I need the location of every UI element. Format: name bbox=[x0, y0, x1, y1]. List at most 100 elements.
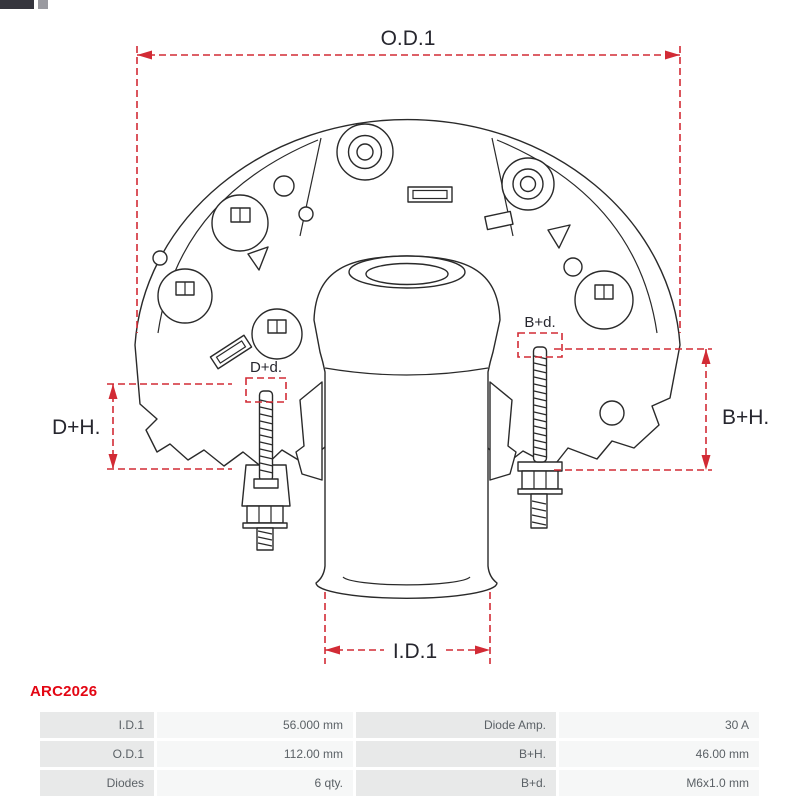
dimension-d-plus-h: D+H. bbox=[52, 383, 232, 470]
spec-table: I.D.1 56.000 mm Diode Amp. 30 A O.D.1 11… bbox=[40, 712, 759, 799]
thread bbox=[531, 500, 547, 505]
small-hole bbox=[563, 257, 583, 277]
tube-shoulder bbox=[324, 367, 489, 376]
spec-cell-label: I.D.1 bbox=[40, 712, 154, 738]
thread bbox=[531, 507, 547, 512]
bolt-shaft bbox=[530, 493, 548, 529]
tube-wing-right bbox=[489, 381, 517, 481]
thread bbox=[533, 425, 548, 430]
thread bbox=[259, 420, 274, 425]
terminal-slot bbox=[484, 210, 514, 231]
b-plus-stud bbox=[517, 346, 563, 529]
arrowhead bbox=[701, 455, 711, 470]
b-plus-h-label: B+H. bbox=[722, 406, 769, 429]
spec-cell-label: Diode Amp. bbox=[356, 712, 556, 738]
arrowhead bbox=[108, 454, 118, 469]
thread bbox=[533, 376, 548, 381]
stud-collar bbox=[253, 478, 279, 489]
tube-rim-inner bbox=[365, 262, 449, 286]
thread bbox=[533, 411, 548, 416]
callout-box bbox=[517, 332, 563, 358]
small-hole bbox=[298, 206, 314, 222]
d-plus-h-label: D+H. bbox=[52, 416, 100, 439]
dimension-od1: O.D.1 bbox=[136, 27, 681, 333]
thread bbox=[533, 369, 548, 374]
part-number: ARC2026 bbox=[30, 683, 98, 700]
spec-cell-value: 30 A bbox=[559, 712, 759, 738]
terminal-slot-inner bbox=[215, 340, 247, 364]
id1-label: I.D.1 bbox=[393, 640, 437, 663]
thread bbox=[257, 542, 273, 547]
thread bbox=[531, 514, 547, 519]
thread bbox=[259, 441, 274, 446]
thread bbox=[533, 439, 548, 444]
thread bbox=[531, 521, 547, 526]
callout-box bbox=[245, 377, 287, 403]
terminal-slot-inner bbox=[412, 189, 448, 200]
arrowhead bbox=[108, 384, 118, 399]
hex-nut bbox=[521, 470, 559, 490]
dimension-d-plus-d: D+d. bbox=[245, 359, 287, 403]
diode-hole bbox=[251, 308, 303, 360]
small-hole bbox=[273, 175, 295, 197]
thread bbox=[259, 434, 274, 439]
arrowhead bbox=[325, 645, 340, 655]
thread bbox=[259, 455, 274, 460]
d-plus-d-label: D+d. bbox=[250, 359, 282, 376]
diode-hole bbox=[574, 270, 634, 330]
thread bbox=[259, 413, 274, 418]
thread bbox=[533, 432, 548, 437]
thread bbox=[533, 397, 548, 402]
diode-hole bbox=[211, 194, 269, 252]
spec-row: Diodes 6 qty. B+d. M6x1.0 mm bbox=[40, 770, 759, 796]
plate-small-holes bbox=[152, 175, 625, 426]
thread bbox=[533, 446, 548, 451]
b-plus-d-label: B+d. bbox=[524, 314, 555, 331]
plate-bosses bbox=[336, 123, 555, 211]
spec-cell-value: 56.000 mm bbox=[157, 712, 353, 738]
plate-slots bbox=[209, 186, 571, 370]
small-hole bbox=[599, 400, 625, 426]
thread bbox=[533, 453, 548, 458]
boss-hole bbox=[356, 143, 374, 161]
thread bbox=[259, 406, 274, 411]
rectifier-drawing-svg: O.D.1 I.D.1 D+H. B+H. D+d. B+d. bbox=[52, 27, 769, 664]
spec-cell-label: B+H. bbox=[356, 741, 556, 767]
label-backplate bbox=[384, 639, 446, 661]
spec-row: I.D.1 56.000 mm Diode Amp. 30 A bbox=[40, 712, 759, 738]
thread bbox=[533, 404, 548, 409]
dimension-id1: I.D.1 bbox=[324, 592, 491, 664]
technical-diagram: O.D.1 I.D.1 D+H. B+H. D+d. B+d. bbox=[52, 27, 769, 664]
plate-edge-right bbox=[496, 139, 658, 334]
center-tube bbox=[295, 255, 517, 599]
spec-cell-value: M6x1.0 mm bbox=[559, 770, 759, 796]
spec-cell-value: 6 qty. bbox=[157, 770, 353, 796]
washer bbox=[242, 522, 288, 529]
thread bbox=[259, 462, 274, 467]
arrowhead bbox=[137, 50, 152, 60]
diode-rivets bbox=[157, 194, 634, 360]
thread bbox=[257, 530, 273, 535]
small-hole bbox=[152, 250, 168, 266]
dimension-b-plus-d: B+d. bbox=[517, 314, 563, 358]
thread bbox=[259, 427, 274, 432]
thread bbox=[533, 383, 548, 388]
thread bbox=[533, 418, 548, 423]
arrow-mark bbox=[547, 224, 571, 249]
spec-row: O.D.1 112.00 mm B+H. 46.00 mm bbox=[40, 741, 759, 767]
spec-cell-label: Diodes bbox=[40, 770, 154, 796]
thread bbox=[257, 536, 273, 541]
d-plus-stud bbox=[241, 390, 291, 551]
thread bbox=[533, 390, 548, 395]
tube-body bbox=[313, 255, 501, 599]
hex-head bbox=[246, 505, 284, 524]
arrowhead bbox=[475, 645, 490, 655]
diode-hole bbox=[157, 268, 213, 324]
boss-hole bbox=[519, 175, 537, 193]
washer bbox=[517, 488, 563, 495]
dimension-b-plus-h: B+H. bbox=[554, 348, 769, 471]
cropped-logo-fragment bbox=[0, 0, 48, 9]
spec-cell-label: O.D.1 bbox=[40, 741, 154, 767]
spec-cell-value: 46.00 mm bbox=[559, 741, 759, 767]
terminal-slot bbox=[407, 186, 453, 203]
